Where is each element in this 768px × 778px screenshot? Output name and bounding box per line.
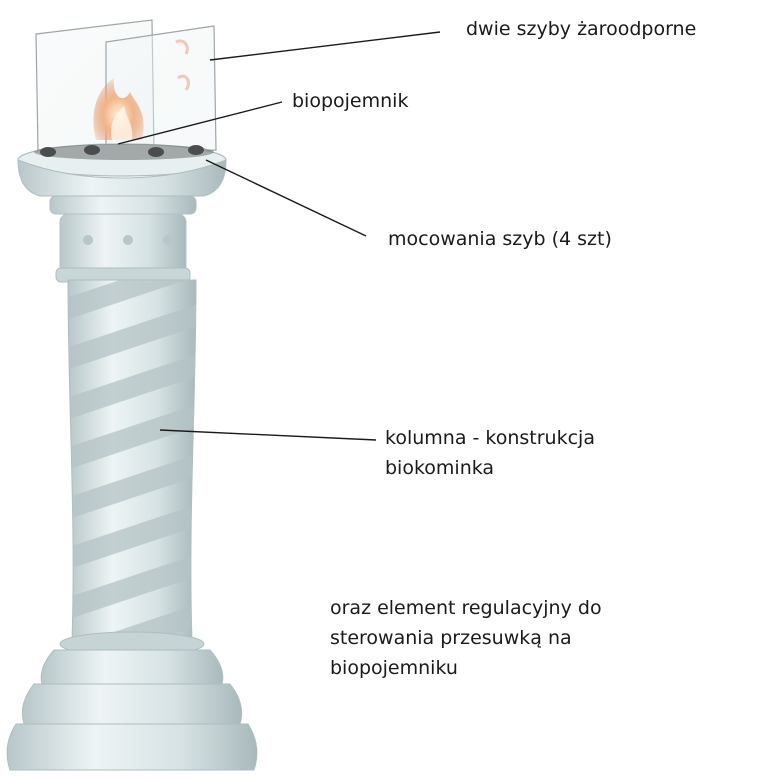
label-column: kolumna - konstrukcja biokominka [385,423,745,483]
label-regulator-line1: oraz element regulacyjny do [330,593,750,623]
label-bio-container: biopojemnik [292,86,408,116]
label-regulator: oraz element regulacyjny do sterowania p… [330,593,750,683]
label-regulator-line2: sterowania przesuwką na [330,623,750,653]
column-capital [18,160,226,282]
label-pane-mounts: mocowania szyb (4 szt) [388,224,612,254]
label-column-line2: biokominka [385,453,745,483]
leader-line-glass-panes [210,32,440,60]
label-glass-panes: dwie szyby żaroodporne [466,14,696,44]
label-column-line1: kolumna - konstrukcja [385,423,745,453]
column-base [7,632,257,770]
leader-line-pane-mounts [206,160,366,236]
label-regulator-line3: biopojemniku [330,653,750,683]
column-shaft [60,250,210,672]
